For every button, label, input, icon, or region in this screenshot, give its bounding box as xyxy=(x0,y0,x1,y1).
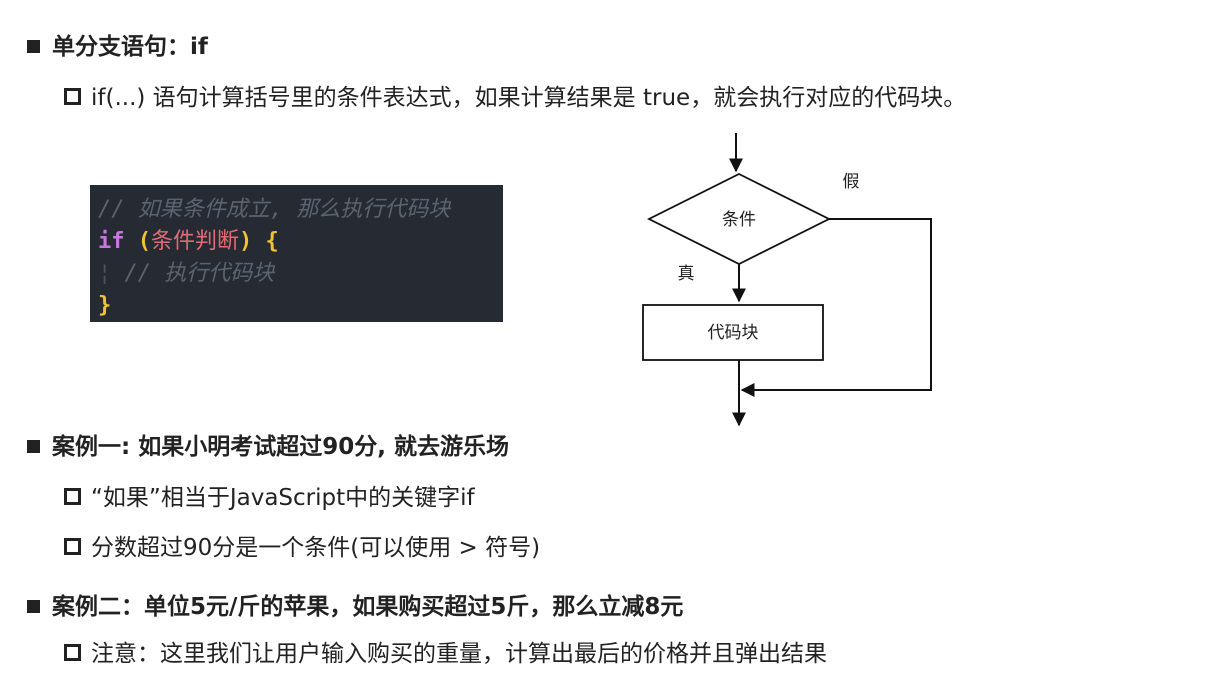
hollow-square-bullet-icon xyxy=(64,538,81,555)
hollow-square-bullet-icon xyxy=(64,488,81,505)
hollow-square-bullet-icon xyxy=(64,88,81,105)
code-line-2: if (条件判断) { xyxy=(98,226,503,258)
code-comment-2: // 执行代码块 xyxy=(124,261,275,286)
section2-heading: 案例一: 如果小明考试超过90分, 就去游乐场 xyxy=(27,427,509,461)
section3-heading: 案例二：单位5元/斤的苹果，如果购买超过5斤，那么立减8元 xyxy=(27,587,683,621)
section2-bullet-1: “如果”相当于JavaScript中的关键字if xyxy=(64,478,475,512)
section1-bullet-1-text: if(...) 语句计算括号里的条件表达式，如果计算结果是 true，就会执行对… xyxy=(91,85,967,111)
if-flowchart: 条件 假 真 代码块 xyxy=(642,133,932,427)
section1-bullet-1: if(...) 语句计算括号里的条件表达式，如果计算结果是 true，就会执行对… xyxy=(64,78,966,112)
section2-heading-text: 案例一: 如果小明考试超过90分, 就去游乐场 xyxy=(52,434,509,460)
code-condition: 条件判断 xyxy=(151,229,240,254)
code-snippet: // 如果条件成立, 那么执行代码块 if (条件判断) { ¦ // 执行代码… xyxy=(90,185,503,322)
code-brace-open: { xyxy=(265,229,279,254)
code-line-1: // 如果条件成立, 那么执行代码块 xyxy=(98,194,503,226)
section3-heading-text: 案例二：单位5元/斤的苹果，如果购买超过5斤，那么立减8元 xyxy=(52,594,684,620)
section2-bullet-1-text: “如果”相当于JavaScript中的关键字if xyxy=(91,485,475,511)
hollow-square-bullet-icon xyxy=(64,644,81,661)
code-paren-open: ( xyxy=(137,229,151,254)
code-brace-close: } xyxy=(98,293,112,318)
indent-guide-icon: ¦ xyxy=(98,261,125,286)
square-bullet-icon xyxy=(27,600,40,613)
false-branch-line xyxy=(740,218,932,397)
section1-heading-text: 单分支语句：if xyxy=(52,34,208,60)
section3-bullet-1-text: 注意：这里我们让用户输入购买的重量，计算出最后的价格并且弹出结果 xyxy=(91,641,827,667)
code-block-rect xyxy=(642,304,824,361)
section1-heading: 单分支语句：if xyxy=(27,27,208,61)
code-keyword-if: if xyxy=(98,229,125,254)
section3-bullet-1: 注意：这里我们让用户输入购买的重量，计算出最后的价格并且弹出结果 xyxy=(64,634,827,668)
true-label: 真 xyxy=(678,264,695,284)
section2-bullet-2: 分数超过90分是一个条件(可以使用 > 符号) xyxy=(64,528,540,562)
code-comment-1: // 如果条件成立, 那么执行代码块 xyxy=(98,197,451,222)
square-bullet-icon xyxy=(27,40,40,53)
section2-bullet-2-text: 分数超过90分是一个条件(可以使用 > 符号) xyxy=(91,535,541,561)
code-line-3: ¦ // 执行代码块 xyxy=(98,258,503,290)
condition-label: 条件 xyxy=(722,210,756,230)
code-block-label: 代码块 xyxy=(708,323,759,343)
code-line-4: } xyxy=(98,290,503,322)
code-paren-close: ) xyxy=(239,229,253,254)
false-label: 假 xyxy=(843,172,860,192)
square-bullet-icon xyxy=(27,440,40,453)
